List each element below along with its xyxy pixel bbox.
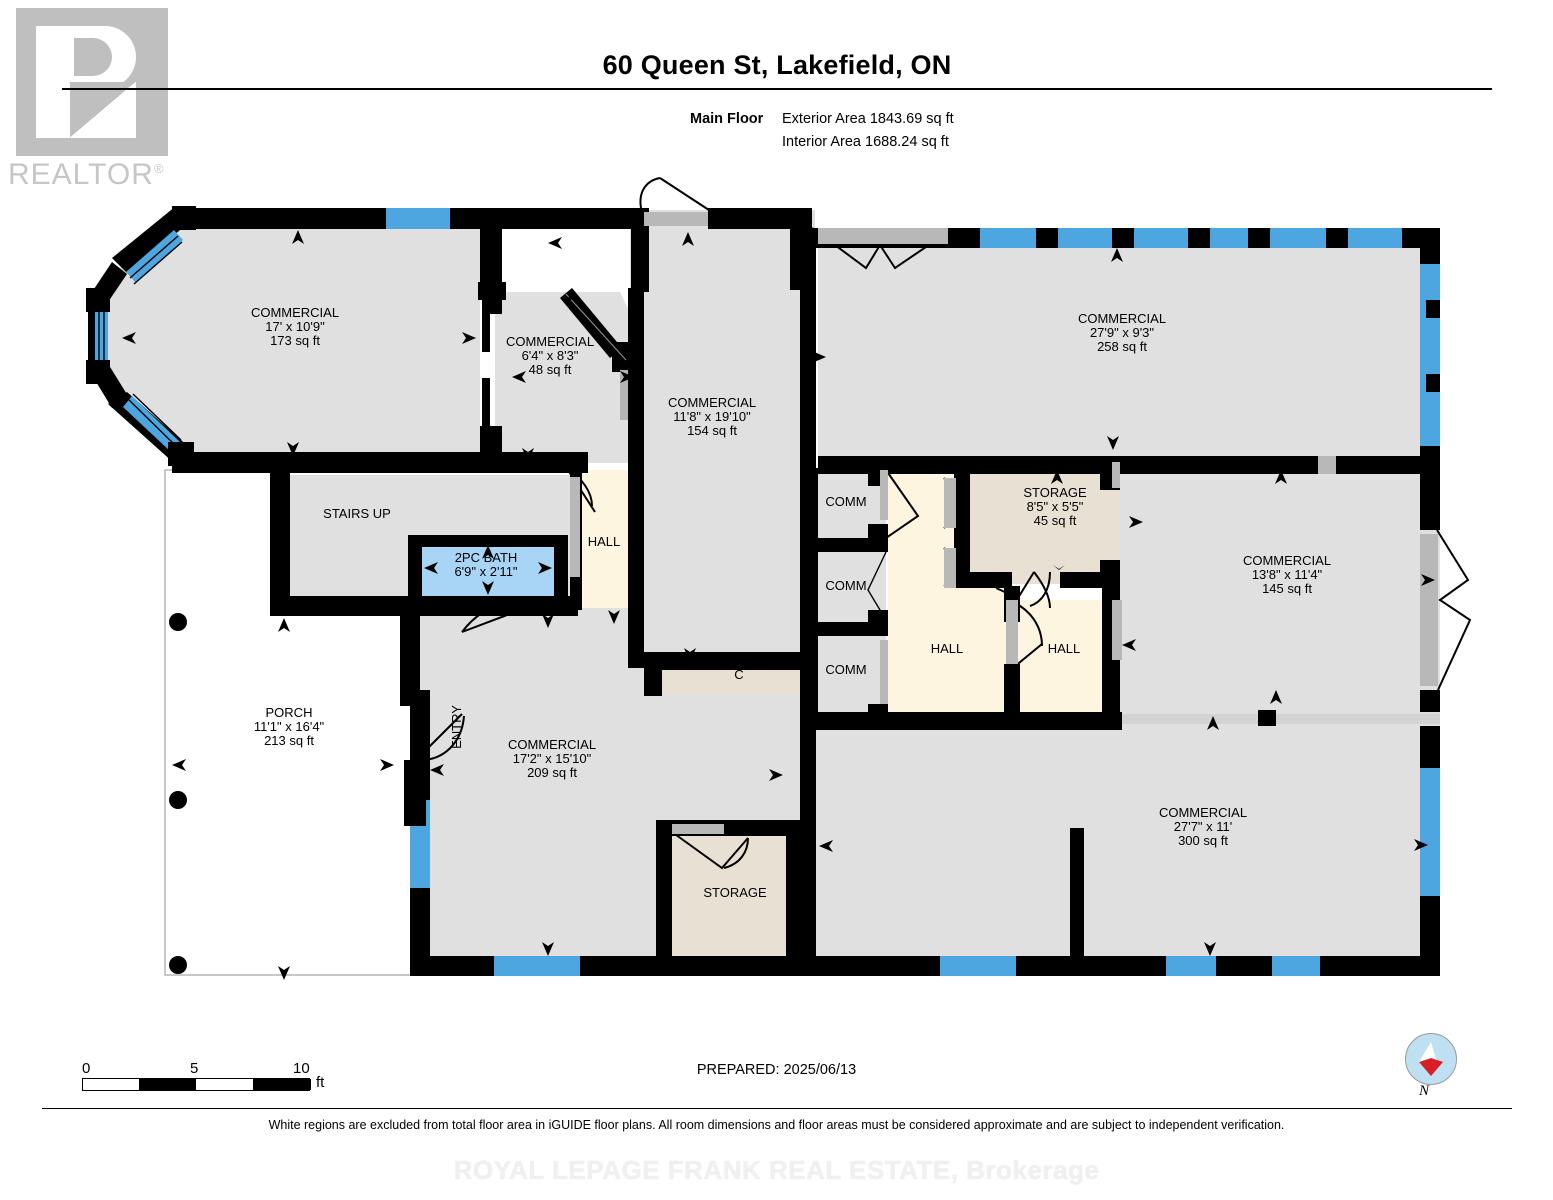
compass-rose: N xyxy=(1405,1033,1467,1105)
realtor-logo-leg xyxy=(70,82,136,138)
room-area-commercial-se: 300 sq ft xyxy=(1178,833,1228,848)
realtor-logo-wordmark: REALTOR® xyxy=(8,158,165,192)
realtor-logo-stem xyxy=(36,26,74,138)
room-area-commercial-sw: 209 sq ft xyxy=(527,765,577,780)
title-divider xyxy=(62,88,1492,90)
room-dims-commercial-east: 13'8" x 11'4" xyxy=(1252,567,1323,582)
floor-info: Main Floor Exterior Area 1843.69 sq ft I… xyxy=(690,108,954,154)
room-dims-commercial-small: 6'4" x 8'3" xyxy=(522,348,579,363)
exterior-area: Exterior Area 1843.69 sq ft xyxy=(782,111,954,127)
room-area-storage-upper: 45 sq ft xyxy=(1034,513,1077,528)
room-fill-comm-3 xyxy=(818,636,886,716)
view-direction-arrows xyxy=(122,230,1438,980)
title-bar: 60 Queen St, Lakefield, ON xyxy=(62,50,1492,90)
prepared-date: PREPARED: 2025/06/13 xyxy=(696,1062,857,1078)
footer-divider xyxy=(42,1108,1512,1109)
room-label-comm-closet-3: COMM xyxy=(825,662,866,677)
scale-tick-5: 5 xyxy=(190,1060,199,1077)
room-label-storage-lower: STORAGE xyxy=(703,885,767,900)
room-label-closet-c: C xyxy=(734,667,743,682)
room-fill-commercial-small xyxy=(495,292,650,463)
room-dims-commercial-se: 27'7" x 11' xyxy=(1174,819,1233,834)
bay-window-mullions xyxy=(98,235,183,447)
scale-seg-4 xyxy=(253,1079,311,1090)
room-dims-commercial-nw: 17' x 10'9" xyxy=(265,319,325,334)
room-dims-storage-upper: 8'5" x 5'5" xyxy=(1027,499,1084,514)
room-fill-hall-left xyxy=(578,470,633,608)
room-dims-commercial-center: 11'8" x 19'10" xyxy=(673,409,751,424)
room-dims-commercial-sw: 17'2" x 15'10" xyxy=(513,751,592,766)
simple-room-labels: STAIRS UP HALL HALL HALL COMM COMM COMM C STORAG… xyxy=(323,494,1080,900)
scale-ticks: 0 5 10 xyxy=(82,1060,312,1078)
registered-icon: ® xyxy=(153,161,165,176)
room-fill-commercial-nw xyxy=(100,218,480,463)
room-area-commercial-nw: 173 sq ft xyxy=(270,333,320,348)
room-fill-commercial-east xyxy=(1120,463,1440,718)
room-fill-commercial-sw xyxy=(418,608,660,966)
room-name-commercial-nw: COMMERCIAL xyxy=(251,305,339,320)
page-title: 60 Queen St, Lakefield, ON xyxy=(602,50,952,80)
scale-seg-2 xyxy=(139,1079,196,1090)
room-dims-bath: 6'9" x 2'11" xyxy=(454,564,517,579)
scale-tick-10: 10 xyxy=(293,1060,310,1077)
scale-bar: 0 5 10 ft xyxy=(82,1060,324,1091)
room-fill-storage-upper xyxy=(968,464,1120,584)
room-name-porch: PORCH xyxy=(266,705,313,720)
porch-post xyxy=(169,791,187,809)
floor-info-row-interior: Interior Area 1688.24 sq ft xyxy=(690,131,954,154)
room-label-comm-closet-1: COMM xyxy=(825,494,866,509)
rotated-room-labels: ENTRY xyxy=(449,705,464,749)
room-name-commercial-sw: COMMERCIAL xyxy=(508,737,596,752)
room-name-commercial-east: COMMERCIAL xyxy=(1243,553,1331,568)
realtor-logo-bowl-inner xyxy=(74,38,112,76)
compass-circle xyxy=(1405,1033,1457,1085)
disclaimer-text: White regions are excluded from total fl… xyxy=(268,1118,1285,1132)
room-area-commercial-small: 48 sq ft xyxy=(529,362,572,377)
room-fill-commercial-center-top xyxy=(630,210,815,290)
room-area-porch: 213 sq ft xyxy=(264,733,314,748)
room-name-commercial-center: COMMERCIAL xyxy=(668,395,756,410)
room-label-hall-right: HALL xyxy=(1048,641,1081,656)
door-jambs xyxy=(570,212,1438,834)
room-fill-closet-c xyxy=(652,666,807,694)
porch-post xyxy=(169,613,187,631)
room-name-commercial-small: COMMERCIAL xyxy=(506,334,594,349)
room-name-bath: 2PC BATH xyxy=(455,550,518,565)
room-area-commercial-ne: 258 sq ft xyxy=(1097,339,1147,354)
room-name-storage-upper: STORAGE xyxy=(1023,485,1087,500)
room-label-entry: ENTRY xyxy=(449,705,464,749)
room-label-comm-closet-2: COMM xyxy=(825,578,866,593)
scale-bar-graphic xyxy=(82,1078,311,1091)
room-area-commercial-east: 145 sq ft xyxy=(1262,581,1312,596)
porch-post xyxy=(169,956,187,974)
realtor-logo: REALTOR® xyxy=(8,8,183,198)
room-name-commercial-se: COMMERCIAL xyxy=(1159,805,1247,820)
scale-unit: ft xyxy=(316,1074,325,1091)
room-name-commercial-ne: COMMERCIAL xyxy=(1078,311,1166,326)
interior-area: Interior Area 1688.24 sq ft xyxy=(782,134,949,150)
room-fill-commercial-ne xyxy=(818,228,1438,460)
scale-tick-0: 0 xyxy=(82,1060,91,1077)
compass-needle-icon xyxy=(1419,1042,1443,1076)
room-dims-porch: 11'1" x 16'4" xyxy=(254,719,325,734)
room-label-stairs-up: STAIRS UP xyxy=(323,506,391,521)
compass-north-label: N xyxy=(1419,1083,1430,1099)
brokerage-watermark: ROYAL LEPAGE FRANK REAL ESTATE, Brokerag… xyxy=(453,1155,1100,1185)
floor-label: Main Floor xyxy=(690,111,764,127)
floor-info-row-exterior: Main Floor Exterior Area 1843.69 sq ft xyxy=(690,108,954,131)
room-area-commercial-center: 154 sq ft xyxy=(687,423,737,438)
room-dims-commercial-ne: 27'9" x 9'3" xyxy=(1090,325,1154,340)
room-fill-commercial-se xyxy=(815,718,1440,966)
room-label-hall-left: HALL xyxy=(588,534,621,549)
room-label-hall-center: HALL xyxy=(931,641,964,656)
realtor-logo-text: REALTOR xyxy=(8,158,154,191)
room-fill-storage-lower xyxy=(668,828,796,956)
